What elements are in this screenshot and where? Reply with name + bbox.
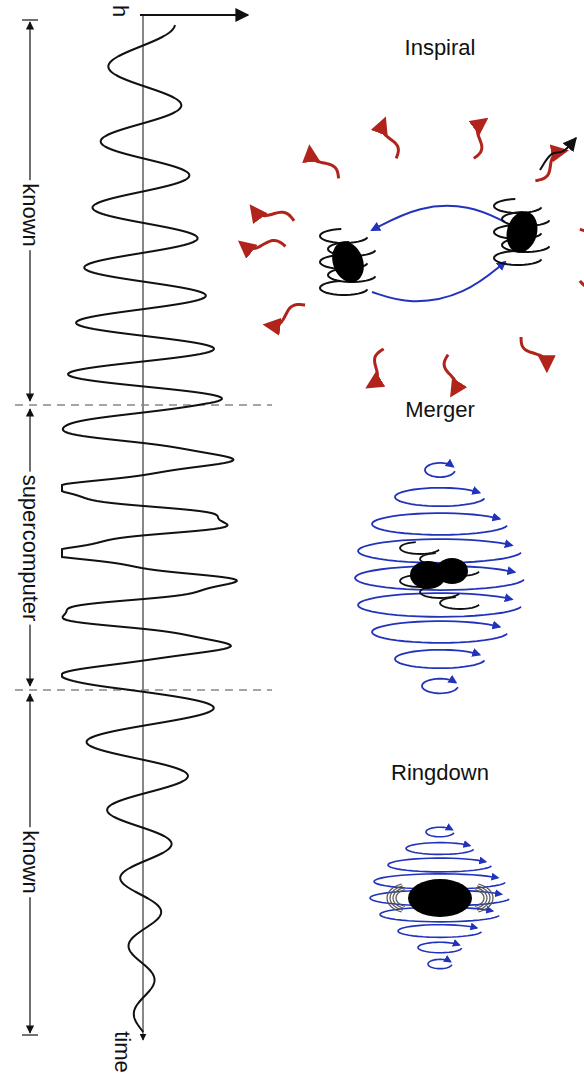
radiation-arrow	[241, 240, 286, 248]
h-axis	[140, 14, 248, 16]
black-hole	[502, 208, 542, 256]
frame-drag-ring	[372, 621, 507, 643]
radiation-arrow	[521, 337, 547, 370]
frame-drag-ring	[428, 959, 452, 968]
radiation-arrow	[310, 148, 339, 179]
waveform	[62, 25, 237, 1032]
frame-drag-ring	[422, 679, 458, 694]
radiation-arrow	[580, 281, 584, 291]
radiation-arrow	[368, 349, 383, 387]
divider-line	[15, 404, 272, 406]
radiation-arrow	[580, 216, 584, 231]
ringing-stroke	[396, 890, 405, 907]
frame-drag-ring	[418, 942, 462, 952]
merger-figure	[355, 463, 524, 693]
black-hole	[327, 237, 370, 287]
ringing-stroke	[476, 888, 487, 909]
ringing-stroke	[475, 890, 484, 907]
time-axis	[143, 15, 144, 1040]
black-hole	[408, 879, 472, 917]
span-tick	[22, 19, 38, 20]
swirl-stroke	[440, 597, 479, 609]
span-label: supercomputer	[18, 472, 42, 625]
span-label: known	[18, 827, 42, 897]
radiation-arrow	[540, 138, 576, 170]
swirl-stroke	[320, 281, 368, 295]
phase-title: Inspiral	[405, 36, 476, 60]
swirl-stroke	[320, 229, 368, 243]
phase-title: Merger	[405, 398, 475, 422]
divider-line	[15, 689, 272, 691]
swirl-stroke	[494, 251, 542, 265]
radiation-arrow	[252, 207, 294, 221]
black-hole	[436, 558, 468, 584]
ringing-stroke	[478, 884, 493, 912]
inspiral-figure	[241, 120, 584, 395]
frame-drag-ring	[372, 513, 507, 535]
axis-label: time	[110, 1031, 134, 1073]
phase-dividers	[15, 405, 272, 690]
frame-drag-ring	[358, 593, 521, 617]
radiation-arrow	[382, 120, 398, 159]
span-label: known	[18, 180, 42, 250]
frame-drag-ring	[358, 539, 521, 563]
radiation-arrow	[444, 355, 456, 395]
frame-drag-ring	[398, 925, 482, 938]
axes	[140, 15, 248, 1040]
ringdown-figure	[370, 827, 509, 968]
radiation-arrow	[474, 120, 486, 159]
span-tick	[22, 1034, 38, 1035]
frame-drag-ring	[395, 488, 484, 506]
waveform-curve	[62, 25, 237, 1032]
axis-label: h	[108, 5, 132, 17]
ringing-stroke	[387, 884, 402, 912]
frame-drag-ring	[388, 858, 491, 872]
orbit-arrow	[372, 206, 505, 230]
ringing-stroke	[393, 888, 404, 909]
frame-drag-ring	[406, 843, 474, 855]
orbit-arrow	[372, 262, 505, 301]
radiation-arrow	[266, 304, 305, 325]
swirl-stroke	[494, 199, 542, 213]
frame-drag-ring	[395, 650, 484, 668]
swirl-stroke	[400, 542, 439, 554]
frame-drag-ring	[425, 463, 455, 477]
phase-title: Ringdown	[391, 761, 489, 785]
frame-drag-ring	[426, 827, 454, 837]
